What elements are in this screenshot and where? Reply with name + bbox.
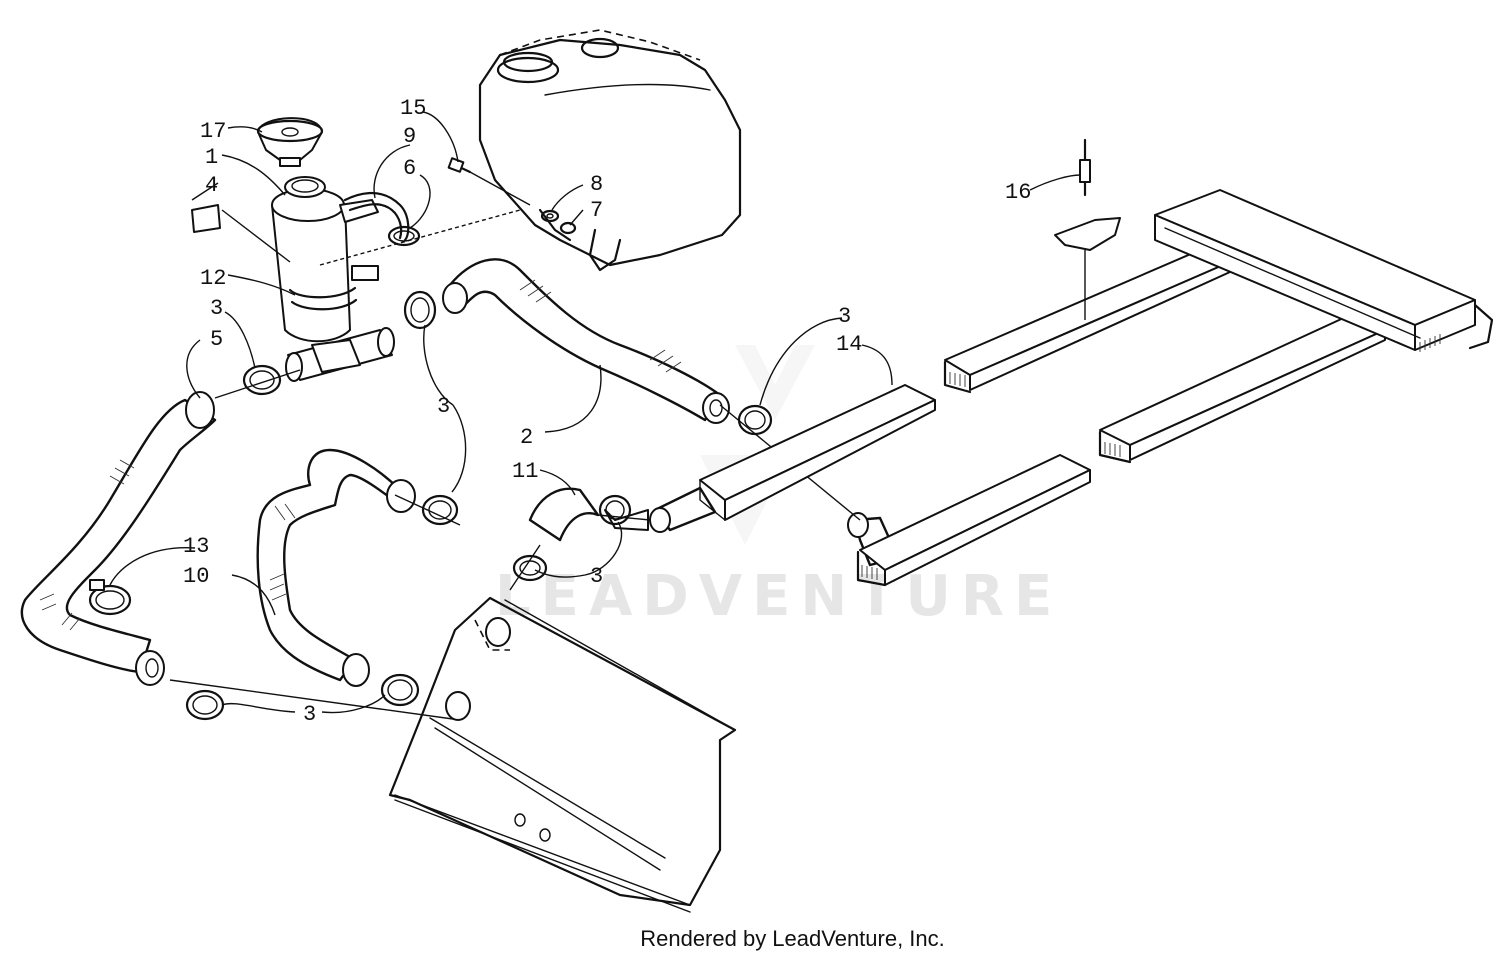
coolant-tank: [478, 29, 742, 272]
clamp-13: [88, 579, 132, 616]
callout-14: 14: [836, 332, 862, 357]
expansion-bottle: [271, 176, 379, 343]
callout-17: 17: [200, 119, 226, 144]
hose-10: [256, 448, 416, 687]
callout-5: 5: [210, 327, 223, 352]
callout-15: 15: [400, 96, 426, 121]
sensor-16: [1054, 138, 1121, 320]
heat-exchanger-panel: [388, 596, 737, 913]
hose-5: [20, 391, 217, 686]
elbow-fitting: [649, 486, 892, 567]
clamp-3-c: [737, 404, 773, 436]
footer-credit: Rendered by LeadVenture, Inc.: [640, 926, 945, 951]
callout-7: 7: [590, 198, 603, 223]
callout-10: 10: [183, 564, 209, 589]
tunnel-frame: [943, 189, 1494, 464]
callout-3-c: 3: [838, 304, 851, 329]
callout-6: 6: [403, 156, 416, 181]
clamp-3-e: [598, 494, 632, 526]
callout-13: 13: [183, 534, 209, 559]
tee-fitting: [285, 327, 395, 382]
callout-3-a: 3: [210, 296, 223, 321]
callout-2: 2: [520, 425, 533, 450]
leader-lines: [109, 111, 1081, 714]
heat-exchanger-lower: [856, 454, 1091, 587]
callouts: 17 1 4 12 3 5 15 9 6 8 7 3 2 3 14 11 13 …: [183, 96, 1031, 727]
clamp-3-h: [380, 673, 420, 707]
callout-4: 4: [205, 173, 218, 198]
decal-4: [191, 204, 221, 233]
clamp-3-b: [403, 290, 437, 330]
callout-3-d: 3: [590, 564, 603, 589]
heat-exchanger-14: [699, 384, 936, 521]
hose-2: [442, 258, 730, 424]
callout-12: 12: [200, 266, 226, 291]
washer-8: [540, 209, 560, 223]
clamp-3-a: [242, 364, 282, 396]
callout-3-e: 3: [303, 702, 316, 727]
callout-11: 11: [512, 459, 538, 484]
bolt-15: [447, 157, 472, 174]
callout-9: 9: [403, 124, 416, 149]
callout-8: 8: [590, 172, 603, 197]
clamp-6: [387, 225, 421, 247]
callout-1: 1: [205, 145, 218, 170]
callout-16: 16: [1005, 180, 1031, 205]
clamp-3-g: [185, 689, 225, 721]
radiator-cap: [256, 117, 324, 167]
watermark-text: LEADVENTURE: [495, 564, 1062, 629]
nut-7: [559, 221, 577, 235]
callout-3-b: 3: [437, 394, 450, 419]
